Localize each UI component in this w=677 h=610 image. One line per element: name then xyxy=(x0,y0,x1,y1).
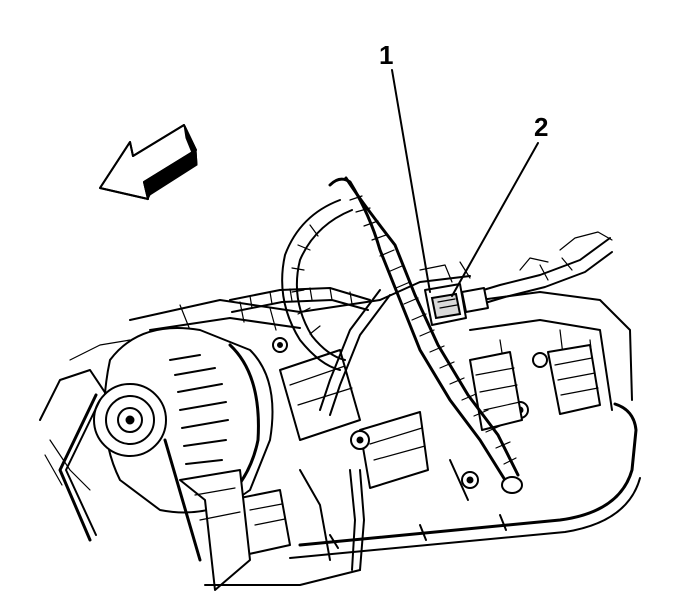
harness-connector xyxy=(419,261,489,326)
alternator xyxy=(58,327,361,591)
callout-label-1: 1 xyxy=(379,40,393,70)
leader-line-1 xyxy=(391,69,431,293)
callout-label-2: 2 xyxy=(534,112,548,142)
front-direction-arrow-icon xyxy=(99,124,198,201)
callout-leader-lines xyxy=(391,69,539,297)
wiring-harness xyxy=(229,176,613,571)
leader-line-2 xyxy=(451,142,539,297)
